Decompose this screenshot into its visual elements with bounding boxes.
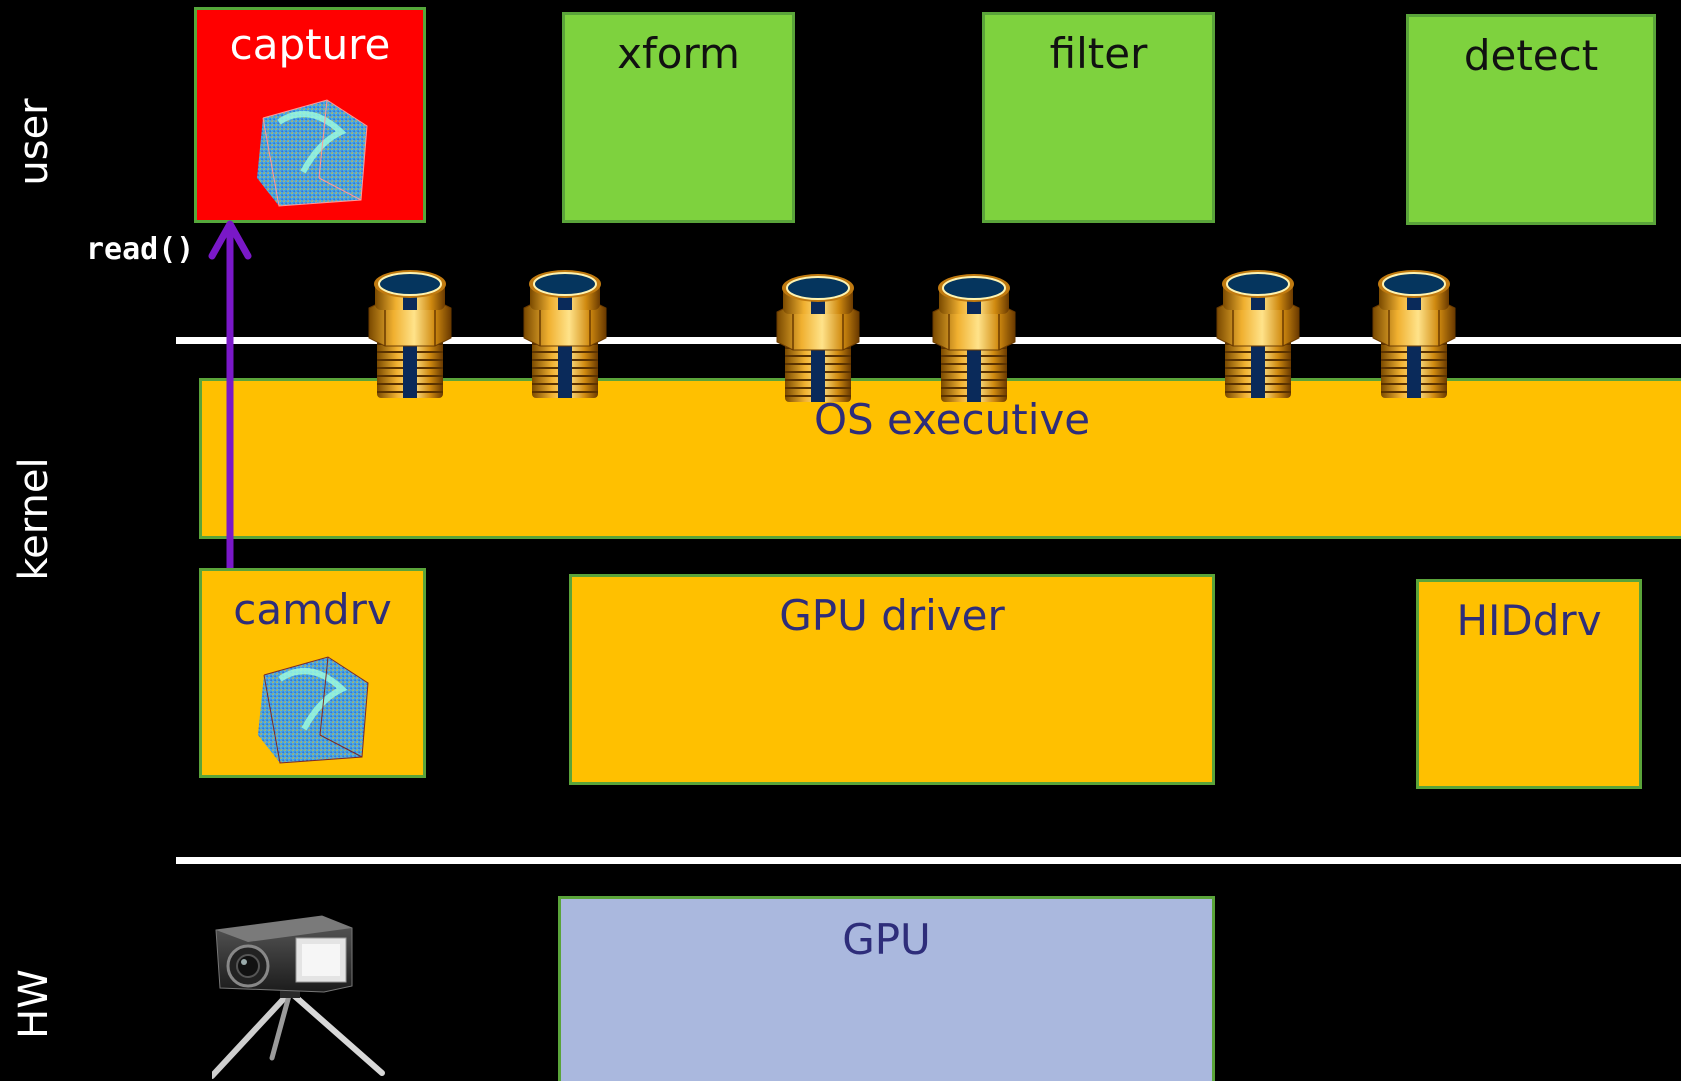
camdrv-box: camdrv	[199, 568, 426, 778]
point-cloud-cube-icon	[258, 656, 369, 764]
detect-process-box: detect	[1406, 14, 1656, 225]
xform-process-box: xform	[562, 12, 795, 223]
filter-label: filter	[1049, 29, 1148, 78]
gpu-hardware-box: GPU	[558, 896, 1215, 1081]
user-kernel-boundary	[176, 337, 1681, 344]
gpu-label: GPU	[842, 915, 931, 964]
gpu-driver-label: GPU driver	[779, 591, 1005, 640]
hiddrv-label: HIDdrv	[1456, 596, 1602, 645]
filter-process-box: filter	[982, 12, 1215, 223]
os-executive-box: OS executive	[199, 378, 1681, 539]
capture-label: capture	[229, 20, 391, 69]
hiddrv-box: HIDdrv	[1416, 579, 1642, 789]
os-executive-label: OS executive	[813, 395, 1091, 444]
kernel-hw-boundary	[176, 857, 1681, 864]
gpu-driver-box: GPU driver	[569, 574, 1215, 785]
camdrv-label: camdrv	[233, 585, 392, 634]
camera-on-tripod-icon	[212, 915, 385, 1079]
detect-label: detect	[1463, 31, 1599, 80]
xform-label: xform	[617, 29, 740, 78]
capture-process-box: capture	[194, 7, 426, 223]
point-cloud-cube-icon	[257, 99, 368, 207]
read-syscall-label: read()	[86, 232, 195, 267]
